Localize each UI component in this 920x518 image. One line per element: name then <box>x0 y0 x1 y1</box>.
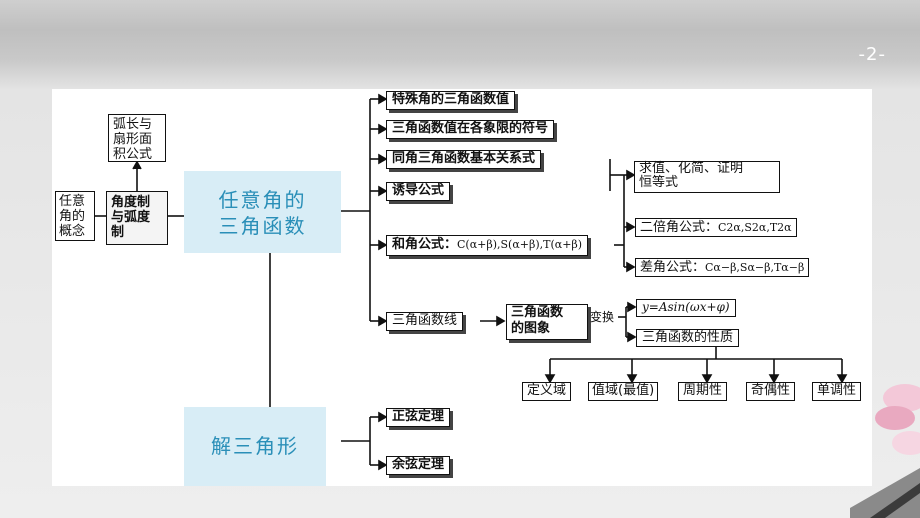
arc-formula-line: 积公式 <box>113 147 153 162</box>
angle-concept-line: 任意 <box>59 194 86 209</box>
transform-label: 变换 <box>590 310 615 324</box>
angle-concept-line: 概念 <box>59 224 86 239</box>
trig-any-angle-topic: 任意角的 三角函数 <box>184 171 341 253</box>
topic-line: 解三角形 <box>211 434 299 458</box>
trig-properties-box: 三角函数的性质 <box>636 329 740 347</box>
trig-graph-line: 的图象 <box>511 321 551 336</box>
trig-graph-line: 三角函数 <box>511 305 564 320</box>
solve-triangle-topic: 解三角形 <box>184 407 326 486</box>
arc-formula-box: 弧长与 扇形面 积公式 <box>108 114 166 162</box>
arc-formula-line: 扇形面 <box>113 132 153 147</box>
evaluate-line: 求值、化简、证明 <box>639 161 744 176</box>
double-angle-expr: C2α,S2α,T2α <box>718 221 792 234</box>
page-number: -2- <box>858 44 886 65</box>
topic-line: 任意角的 <box>218 188 307 212</box>
evaluate-line: 恒等式 <box>639 175 679 190</box>
sum-formulas-label: 和角公式： <box>392 237 458 252</box>
trig-line-box: 三角函数线 <box>386 312 464 331</box>
property-period-box: 周期性 <box>678 382 728 401</box>
quadrant-signs-box: 三角函数值在各象限的符号 <box>386 120 555 139</box>
evaluate-box: 求值、化简、证明 恒等式 <box>634 161 780 193</box>
difference-label: 差角公式： <box>640 260 706 275</box>
mind-map-board: 弧长与 扇形面 积公式 任意 角的 概念 角度制 与弧度 制 任意角的 三角函数… <box>52 89 872 486</box>
induction-formulas-box: 诱导公式 <box>386 182 451 201</box>
law-of-sines-box: 正弦定理 <box>386 408 451 427</box>
difference-expr: Cα−β,Sα−β,Tα−β <box>705 261 805 274</box>
double-angle-label: 二倍角公式： <box>640 220 719 235</box>
property-monotonic-box: 单调性 <box>812 382 862 401</box>
difference-box: 差角公式：Cα−β,Sα−β,Tα−β <box>635 258 810 277</box>
degree-radian-line: 与弧度 <box>111 210 151 225</box>
sum-formulas-expr: C(α+β),S(α+β),T(α+β) <box>457 238 583 251</box>
arc-formula-line: 弧长与 <box>113 117 153 132</box>
property-parity-box: 奇偶性 <box>746 382 796 401</box>
angle-concept-box: 任意 角的 概念 <box>55 191 95 241</box>
basic-relations-box: 同角三角函数基本关系式 <box>386 150 542 169</box>
flower-decoration <box>850 384 920 518</box>
property-range-box: 值域(最值) <box>588 382 659 401</box>
law-of-cosines-box: 余弦定理 <box>386 456 451 475</box>
trig-graph-box: 三角函数 的图象 <box>506 304 588 340</box>
degree-radian-line: 角度制 <box>111 195 151 210</box>
sum-formulas-box: 和角公式：C(α+β),S(α+β),T(α+β) <box>386 235 589 256</box>
double-angle-box: 二倍角公式：C2α,S2α,T2α <box>635 218 797 237</box>
connector-lines <box>94 93 848 471</box>
asin-formula-box: y=Asin(ωx+φ) <box>636 299 736 317</box>
angle-concept-line: 角的 <box>59 209 86 224</box>
special-values-box: 特殊角的三角函数值 <box>386 91 516 110</box>
degree-radian-box: 角度制 与弧度 制 <box>106 191 168 245</box>
degree-radian-line: 制 <box>111 225 125 240</box>
property-domain-box: 定义域 <box>522 382 572 401</box>
topic-line: 三角函数 <box>218 214 307 238</box>
